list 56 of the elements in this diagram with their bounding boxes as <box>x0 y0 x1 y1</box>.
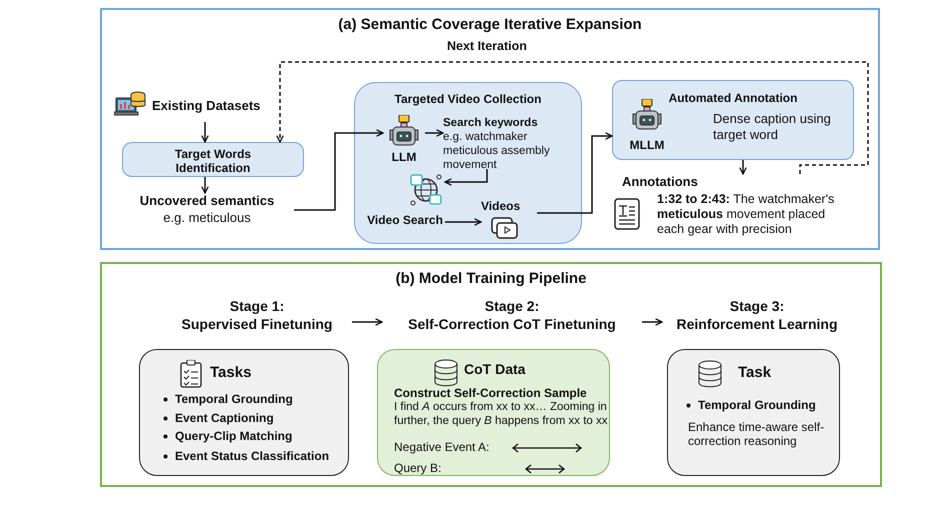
arrow <box>537 132 613 214</box>
node-label: MLLM <box>628 138 666 152</box>
node-label: Search keywords <box>443 117 539 131</box>
stage-number: Stage 1: <box>228 298 286 315</box>
arrow <box>425 129 444 137</box>
annotation-text: 1:32 to 2:43: The watchmaker's meticulous movement placed each gear with precision <box>657 192 836 237</box>
arrow <box>201 177 209 194</box>
node-label: LLM <box>390 150 418 164</box>
panel <box>100 8 880 250</box>
arrow <box>352 318 383 326</box>
group-box <box>354 82 582 244</box>
stage-number: Stage 3: <box>728 298 786 315</box>
node-label: Target Words Identification <box>174 147 252 176</box>
description-text: Enhance time-aware self-correction reasoning <box>688 420 826 449</box>
panel <box>100 262 882 487</box>
stage-name: Self-Correction CoT Finetuning <box>407 316 617 333</box>
card <box>667 349 840 476</box>
card <box>377 349 610 476</box>
list-item: Event Status Classification <box>175 449 330 464</box>
stage-number: Stage 2: <box>484 298 540 315</box>
list-item: Temporal Grounding <box>698 398 817 412</box>
arrow <box>445 218 482 226</box>
panel-title: (b) Model Training Pipeline <box>394 270 588 288</box>
arrow <box>444 169 488 186</box>
stage-name: Reinforcement Learning <box>675 316 839 333</box>
edge-label: Next Iteration <box>445 39 529 53</box>
card-title: Tasks <box>210 364 252 382</box>
arrow <box>294 129 384 211</box>
card-subtitle: Construct Self-Correction Sample <box>394 386 588 400</box>
process-box <box>122 142 304 177</box>
example-text: e.g. watchmaker meticulous assembly movement <box>443 131 551 172</box>
arrow <box>201 122 209 143</box>
process-box <box>612 80 854 160</box>
node-label: Video Search <box>366 213 444 228</box>
node-label: Uncovered semantics <box>138 193 276 209</box>
description-text: Dense caption using target word <box>713 111 832 142</box>
row-label: Query B: <box>394 461 442 476</box>
group-title: Targeted Video Collection <box>394 92 542 106</box>
box-title: Automated Annotation <box>668 91 798 106</box>
card-title: Task <box>738 364 772 382</box>
dashed-arrow <box>276 61 869 174</box>
card <box>139 349 349 476</box>
example-text: e.g. meticulous <box>162 210 252 226</box>
stage-name: Supervised Finetuning <box>180 316 334 333</box>
list-item: Temporal Grounding <box>175 392 294 406</box>
section-heading: Annotations <box>622 174 699 190</box>
arrow <box>642 318 663 326</box>
node-label: Existing Datasets <box>152 98 262 114</box>
example-text: I find A occurs from xx to xx… Zooming in further, the query B happens from xx to xx <box>394 401 608 429</box>
list-item: Event Captioning <box>175 411 275 426</box>
list-item: Query-Clip Matching <box>175 429 294 444</box>
card-title: CoT Data <box>464 361 526 378</box>
panel-title: (a) Semantic Coverage Iterative Expansion <box>337 16 643 34</box>
node-label: Videos <box>481 199 522 214</box>
row-label: Negative Event A: <box>394 440 490 454</box>
arrow <box>739 160 747 175</box>
